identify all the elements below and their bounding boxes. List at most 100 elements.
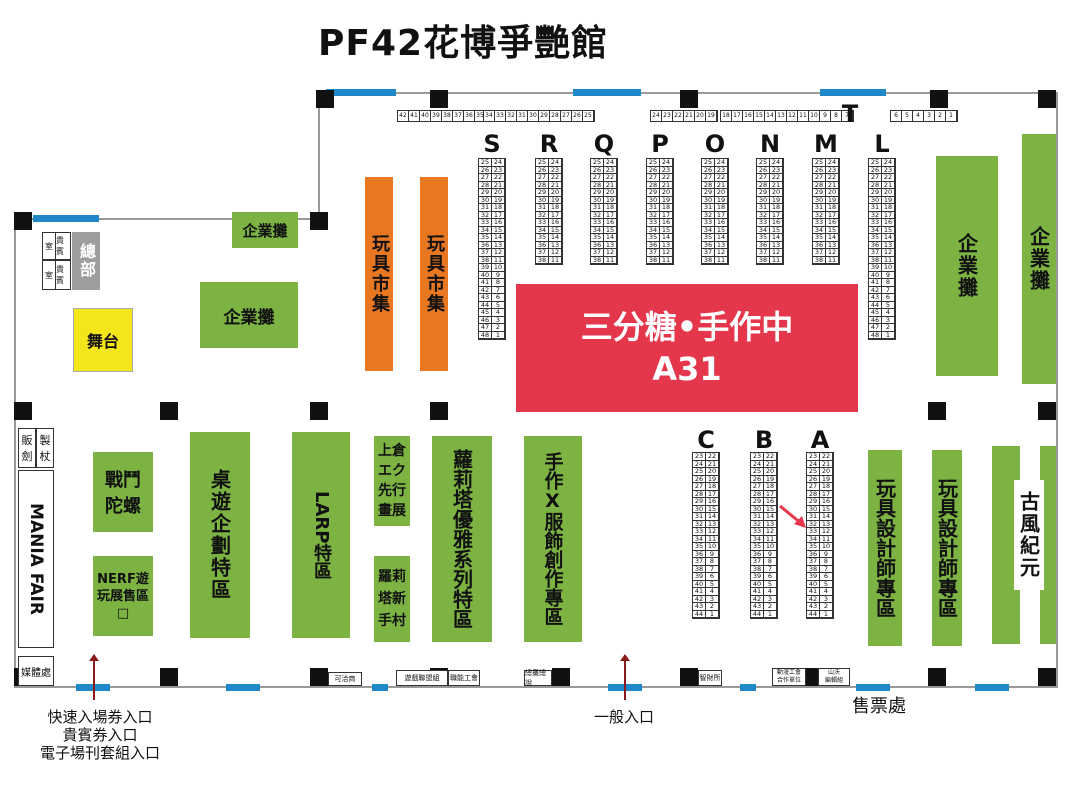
booth-cell[interactable]: 24 [604, 158, 617, 167]
booth-cell[interactable]: 12 [604, 248, 617, 257]
booth-cell[interactable]: 26 [813, 166, 826, 174]
zone-ancient[interactable]: 古風紀元 [1014, 480, 1044, 590]
booth-cell[interactable]: 39 [479, 263, 492, 272]
booth-cell[interactable]: 32 [702, 211, 715, 219]
booth-cell[interactable]: 36 [591, 241, 604, 249]
booth-cell[interactable]: 8 [820, 557, 833, 566]
booth-cell[interactable]: 13 [706, 520, 719, 528]
booth-cell[interactable]: 8 [706, 557, 719, 566]
booth-cell[interactable]: 10 [706, 542, 719, 551]
booth-cell[interactable]: 25 [751, 467, 764, 476]
booth-cell[interactable]: 22 [660, 173, 673, 182]
booth-cell[interactable]: 4 [764, 587, 777, 596]
booth-cell[interactable]: 22 [706, 452, 719, 461]
booth-cell[interactable]: 6 [882, 293, 895, 302]
booth-cell[interactable]: 36 [479, 241, 492, 249]
booth-cell[interactable]: 21 [826, 181, 839, 189]
booth-cell[interactable]: 29 [757, 188, 770, 197]
booth-cell[interactable]: 16 [604, 218, 617, 227]
booth-cell[interactable]: 40 [751, 580, 764, 588]
booth-cell[interactable]: 11 [882, 256, 895, 264]
booth-cell[interactable]: 6 [492, 293, 505, 302]
booth-cell[interactable]: 43 [479, 293, 492, 302]
booth-cell[interactable]: 23 [492, 166, 505, 174]
booth-cell[interactable]: 16 [743, 111, 754, 121]
booth-cell[interactable]: 25 [591, 158, 604, 167]
booth-cell[interactable]: 39 [431, 111, 442, 121]
booth-cell[interactable]: 23 [693, 452, 706, 461]
booth-cell[interactable]: 19 [660, 196, 673, 204]
booth-cell[interactable]: 13 [820, 520, 833, 528]
booth-cell[interactable]: 42 [751, 595, 764, 603]
booth-cell[interactable]: 22 [673, 111, 684, 121]
booth-cell[interactable]: 28 [751, 490, 764, 498]
booth-cell[interactable]: 43 [807, 602, 820, 611]
booth-cell[interactable]: 14 [765, 111, 776, 121]
booth-cell[interactable]: 38 [869, 256, 882, 264]
booth-cell[interactable]: 22 [764, 452, 777, 461]
booth-cell[interactable]: 19 [492, 196, 505, 204]
booth-cell[interactable]: 15 [770, 226, 783, 234]
booth-cell[interactable]: 14 [660, 233, 673, 242]
booth-cell[interactable]: 36 [751, 550, 764, 558]
booth-cell[interactable]: 35 [536, 233, 549, 242]
booth-cell[interactable]: 38 [757, 256, 770, 264]
booth-cell[interactable]: 24 [715, 158, 728, 167]
booth-cell[interactable]: 31 [757, 203, 770, 212]
booth-cell[interactable]: 47 [869, 323, 882, 332]
booth-cell[interactable]: 27 [869, 173, 882, 182]
booth-cell[interactable]: 48 [869, 331, 882, 339]
booth-cell[interactable]: 19 [770, 196, 783, 204]
booth-cell[interactable]: 12 [770, 248, 783, 257]
booth-cell[interactable]: 30 [536, 196, 549, 204]
booth-cell[interactable]: 26 [591, 166, 604, 174]
booth-cell[interactable]: 15 [604, 226, 617, 234]
booth-cell[interactable]: 9 [882, 271, 895, 279]
booth-cell[interactable]: 14 [492, 233, 505, 242]
booth-cell[interactable]: 23 [770, 166, 783, 174]
booth-cell[interactable]: 30 [647, 196, 660, 204]
booth-cell[interactable]: 12 [882, 248, 895, 257]
booth-cell[interactable]: 4 [820, 587, 833, 596]
booth-cell[interactable]: 12 [492, 248, 505, 257]
booth-cell[interactable]: 18 [660, 203, 673, 212]
booth-cell[interactable]: 8 [764, 557, 777, 566]
booth-cell[interactable]: 18 [882, 203, 895, 212]
booth-cell[interactable]: 44 [807, 610, 820, 618]
booth-cell[interactable]: 12 [715, 248, 728, 257]
booth-cell[interactable]: 33 [807, 527, 820, 536]
booth-cell[interactable]: 17 [826, 211, 839, 219]
booth-cell[interactable]: 36 [693, 550, 706, 558]
booth-cell[interactable]: 29 [479, 188, 492, 197]
booth-cell[interactable]: 28 [536, 181, 549, 189]
booth-cell[interactable]: 4 [706, 587, 719, 596]
booth-cell[interactable]: 12 [660, 248, 673, 257]
booth-cell[interactable]: 39 [751, 572, 764, 581]
booth-cell[interactable]: 37 [751, 557, 764, 566]
booth-cell[interactable]: 11 [492, 256, 505, 264]
booth-cell[interactable]: 5 [820, 580, 833, 588]
booth-cell[interactable]: 21 [492, 181, 505, 189]
booth-cell[interactable]: 33 [536, 218, 549, 227]
booth-cell[interactable]: 36 [702, 241, 715, 249]
booth-cell[interactable]: 21 [604, 181, 617, 189]
booth-cell[interactable]: 17 [764, 490, 777, 498]
booth-cell[interactable]: 5 [492, 301, 505, 309]
booth-cell[interactable]: 32 [647, 211, 660, 219]
booth-cell[interactable]: 15 [706, 505, 719, 513]
booth-cell[interactable]: 15 [820, 505, 833, 513]
booth-cell[interactable]: 14 [604, 233, 617, 242]
booth-cell[interactable]: 34 [647, 226, 660, 234]
booth-cell[interactable]: 1 [946, 111, 957, 121]
booth-cell[interactable]: 16 [706, 497, 719, 506]
zone-lolita-elegant[interactable]: 蘿莉塔優雅系列特區 [432, 436, 492, 642]
booth-cell[interactable]: 13 [604, 241, 617, 249]
booth-cell[interactable]: 14 [764, 512, 777, 521]
booth-cell[interactable]: 25 [536, 158, 549, 167]
booth-cell[interactable]: 26 [757, 166, 770, 174]
booth-cell[interactable]: 1 [764, 610, 777, 618]
booth-cell[interactable]: 12 [820, 527, 833, 536]
booth-cell[interactable]: 6 [706, 572, 719, 581]
booth-cell[interactable]: 17 [706, 490, 719, 498]
booth-cell[interactable]: 8 [492, 278, 505, 287]
